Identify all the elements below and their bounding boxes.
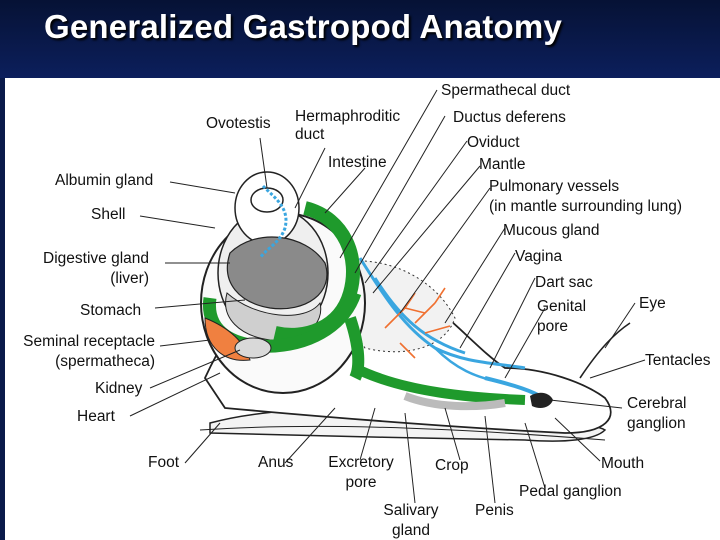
title-bar: Generalized Gastropod Anatomy	[0, 0, 720, 78]
label-salivary-gland-1: Salivary	[383, 502, 439, 519]
label-excretory-pore-2: pore	[345, 474, 377, 491]
label-pulmonary-vessels-1: Pulmonary vessels	[489, 178, 620, 195]
intestine-rectum	[352, 363, 526, 405]
slide-title: Generalized Gastropod Anatomy	[44, 8, 563, 45]
label-ovotestis: Ovotestis	[206, 115, 271, 132]
label-oviduct: Oviduct	[467, 134, 520, 151]
snail-illustration	[129, 89, 646, 504]
label-mantle: Mantle	[479, 156, 526, 173]
label-digestive-gland-1: Digestive gland	[43, 250, 149, 267]
label-kidney: Kidney	[95, 380, 143, 397]
label-stomach: Stomach	[80, 302, 142, 319]
label-tentacles: Tentacles	[645, 352, 711, 369]
label-genital-pore-1: Genital	[537, 298, 587, 315]
kidney-shape	[234, 337, 272, 359]
label-albumin-gland: Albumin gland	[55, 172, 154, 189]
label-cerebral-ganglion-1: Cerebral	[627, 395, 687, 412]
label-foot: Foot	[148, 454, 180, 471]
label-pedal-ganglion: Pedal ganglion	[519, 483, 622, 500]
leader-lines	[129, 89, 646, 504]
label-crop: Crop	[435, 457, 469, 474]
intestine-descending	[344, 316, 365, 381]
head-tentacle	[579, 322, 631, 379]
mantle-nerves	[384, 287, 451, 359]
label-spermathecal-duct: Spermathecal duct	[441, 82, 571, 99]
label-shell: Shell	[91, 206, 126, 223]
label-seminal-receptacle-1: Seminal receptacle	[23, 333, 155, 350]
label-eye: Eye	[639, 295, 666, 312]
pulmonary-vessel-1	[358, 257, 526, 370]
label-heart: Heart	[77, 408, 115, 425]
cerebral-ganglion-shape	[530, 392, 553, 408]
label-salivary-gland-2: gland	[392, 522, 430, 539]
label-genital-pore-2: pore	[537, 318, 569, 335]
label-dart-sac: Dart sac	[535, 274, 593, 291]
label-seminal-receptacle-2: (spermatheca)	[55, 353, 155, 370]
label-hermaphroditic-duct-1: Hermaphroditic	[295, 108, 401, 125]
label-pulmonary-vessels-2: (in mantle surrounding lung)	[489, 198, 682, 215]
hermaphroditic-duct-blue	[258, 184, 288, 259]
digestive-gland-mass	[226, 236, 328, 310]
label-mucous-gland: Mucous gland	[503, 222, 600, 239]
label-anus: Anus	[258, 454, 294, 471]
label-hermaphroditic-duct-2: duct	[295, 126, 325, 143]
crop-shape	[403, 392, 506, 411]
label-penis: Penis	[475, 502, 514, 519]
label-intestine: Intestine	[328, 154, 387, 171]
pulmonary-vessel-2	[373, 277, 466, 355]
label-vagina: Vagina	[515, 248, 563, 265]
label-mouth: Mouth	[601, 455, 645, 472]
label-cerebral-ganglion-2: ganglion	[627, 415, 686, 432]
ground-line	[199, 425, 606, 441]
diagram-panel: Spermathecal duct Ovotestis Hermaphrodit…	[5, 78, 720, 540]
label-digestive-gland-2: (liver)	[110, 270, 149, 287]
label-excretory-pore-1: Excretory	[328, 454, 394, 471]
label-ductus-deferens: Ductus deferens	[453, 109, 566, 126]
